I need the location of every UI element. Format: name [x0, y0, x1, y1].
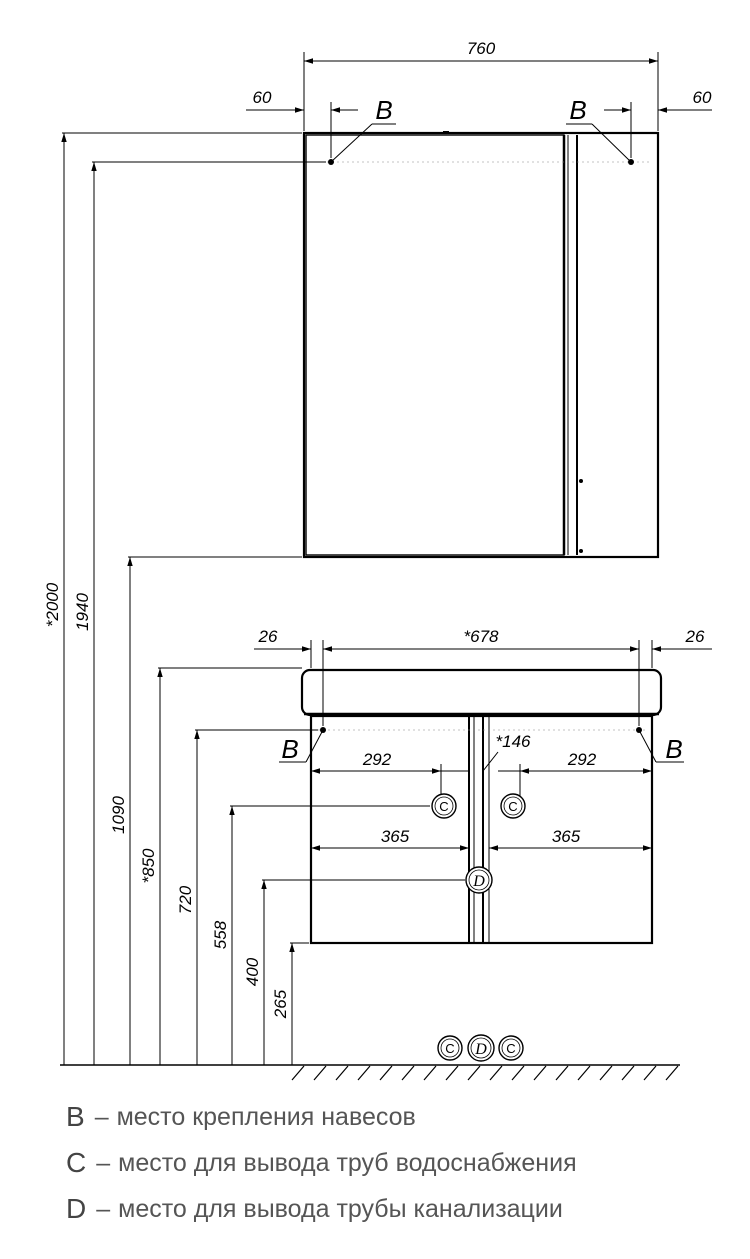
symbol-d-vanity: D: [465, 866, 493, 894]
dim-height-720: 720: [176, 885, 195, 914]
floor-hatch-line: [445, 1065, 459, 1081]
legend-row-c: C – место для вывода труб водоснабжения: [66, 1140, 726, 1186]
floor-hatch-line: [467, 1065, 481, 1081]
horizontal-dimensions: [246, 52, 712, 851]
dim-height-2000: *2000: [43, 582, 62, 627]
dim-height-265: 265: [271, 989, 290, 1019]
floor-hatch-line: [665, 1065, 679, 1081]
legend-text-c: место для вывода труб водоснабжения: [118, 1148, 577, 1177]
svg-text:C: C: [506, 1041, 515, 1056]
floor-line: [60, 1064, 680, 1081]
floor-hatch-line: [555, 1065, 569, 1081]
svg-text:D: D: [472, 873, 485, 890]
legend-sep: –: [96, 1148, 111, 1177]
dim-center-146: *146: [496, 732, 532, 751]
b-leaders: [279, 123, 684, 763]
marker-b-top-right: B: [569, 95, 586, 125]
floor-hatch-line: [533, 1065, 547, 1081]
marker-b-vanity-left: B: [281, 734, 298, 764]
marker-b-top-left: B: [375, 95, 392, 125]
svg-text:D: D: [474, 1041, 487, 1058]
svg-text:C: C: [508, 799, 517, 814]
legend: B – место крепления навесов C – место дл…: [66, 1094, 726, 1232]
floor-hatch-line: [643, 1065, 657, 1081]
dim-height-850: *850: [139, 848, 158, 884]
svg-text:C: C: [445, 1041, 454, 1056]
legend-sep: –: [96, 1194, 111, 1223]
marker-b-vanity-right: B: [665, 734, 682, 764]
floor-hatch-line: [621, 1065, 635, 1081]
floor-hatch-line: [357, 1065, 371, 1081]
symbol-c-floor-left: C: [437, 1035, 463, 1061]
symbol-c-floor-right: C: [498, 1035, 524, 1061]
floor-hatch-line: [401, 1065, 415, 1081]
legend-row-d: D – место для вывода трубы канализации: [66, 1186, 726, 1232]
floor-hatch-line: [577, 1065, 591, 1081]
dim-height-400: 400: [243, 957, 262, 986]
legend-text-d: место для вывода трубы канализации: [118, 1194, 563, 1223]
dim-left-292: 292: [362, 750, 392, 769]
dim-height-1090: 1090: [109, 796, 128, 834]
floor-hatch-line: [489, 1065, 503, 1081]
legend-key-b: B: [66, 1101, 85, 1132]
dim-base-left-offset: 26: [258, 627, 278, 646]
legend-text-b: место крепления навесов: [116, 1102, 416, 1131]
dim-right-365: 365: [552, 827, 581, 846]
dim-top-left-offset: 60: [253, 88, 272, 107]
dim-base-right-offset: 26: [685, 627, 705, 646]
vanity-unit: [300, 668, 663, 945]
dim-right-292: 292: [567, 750, 597, 769]
legend-key-c: C: [66, 1147, 87, 1178]
floor-hatch-line: [313, 1065, 327, 1081]
mirror-cabinet: [302, 131, 660, 559]
dim-height-1940: 1940: [73, 593, 92, 631]
floor-hatch-line: [335, 1065, 349, 1081]
technical-drawing: 760 60 60 *678 26 26 292 292 *146 365 36…: [43, 39, 712, 1081]
legend-row-b: B – место крепления навесов: [66, 1094, 726, 1140]
floor-hatch-line: [511, 1065, 525, 1081]
vertical-dimensions: [61, 132, 465, 1065]
svg-text:C: C: [439, 799, 448, 814]
dim-top-right-offset: 60: [693, 88, 712, 107]
dim-left-365: 365: [381, 827, 410, 846]
symbol-c-right: C: [500, 793, 526, 819]
symbol-d-floor: D: [467, 1034, 495, 1062]
legend-sep: –: [94, 1102, 109, 1131]
legend-key-d: D: [66, 1193, 87, 1224]
floor-hatch-line: [599, 1065, 613, 1081]
dim-top-width: 760: [467, 39, 496, 58]
dim-base-width: *678: [464, 627, 500, 646]
dim-height-558: 558: [211, 920, 230, 949]
symbol-c-left: C: [431, 793, 457, 819]
floor-hatch-line: [379, 1065, 393, 1081]
floor-hatch-line: [291, 1065, 305, 1081]
floor-hatch-line: [423, 1065, 437, 1081]
